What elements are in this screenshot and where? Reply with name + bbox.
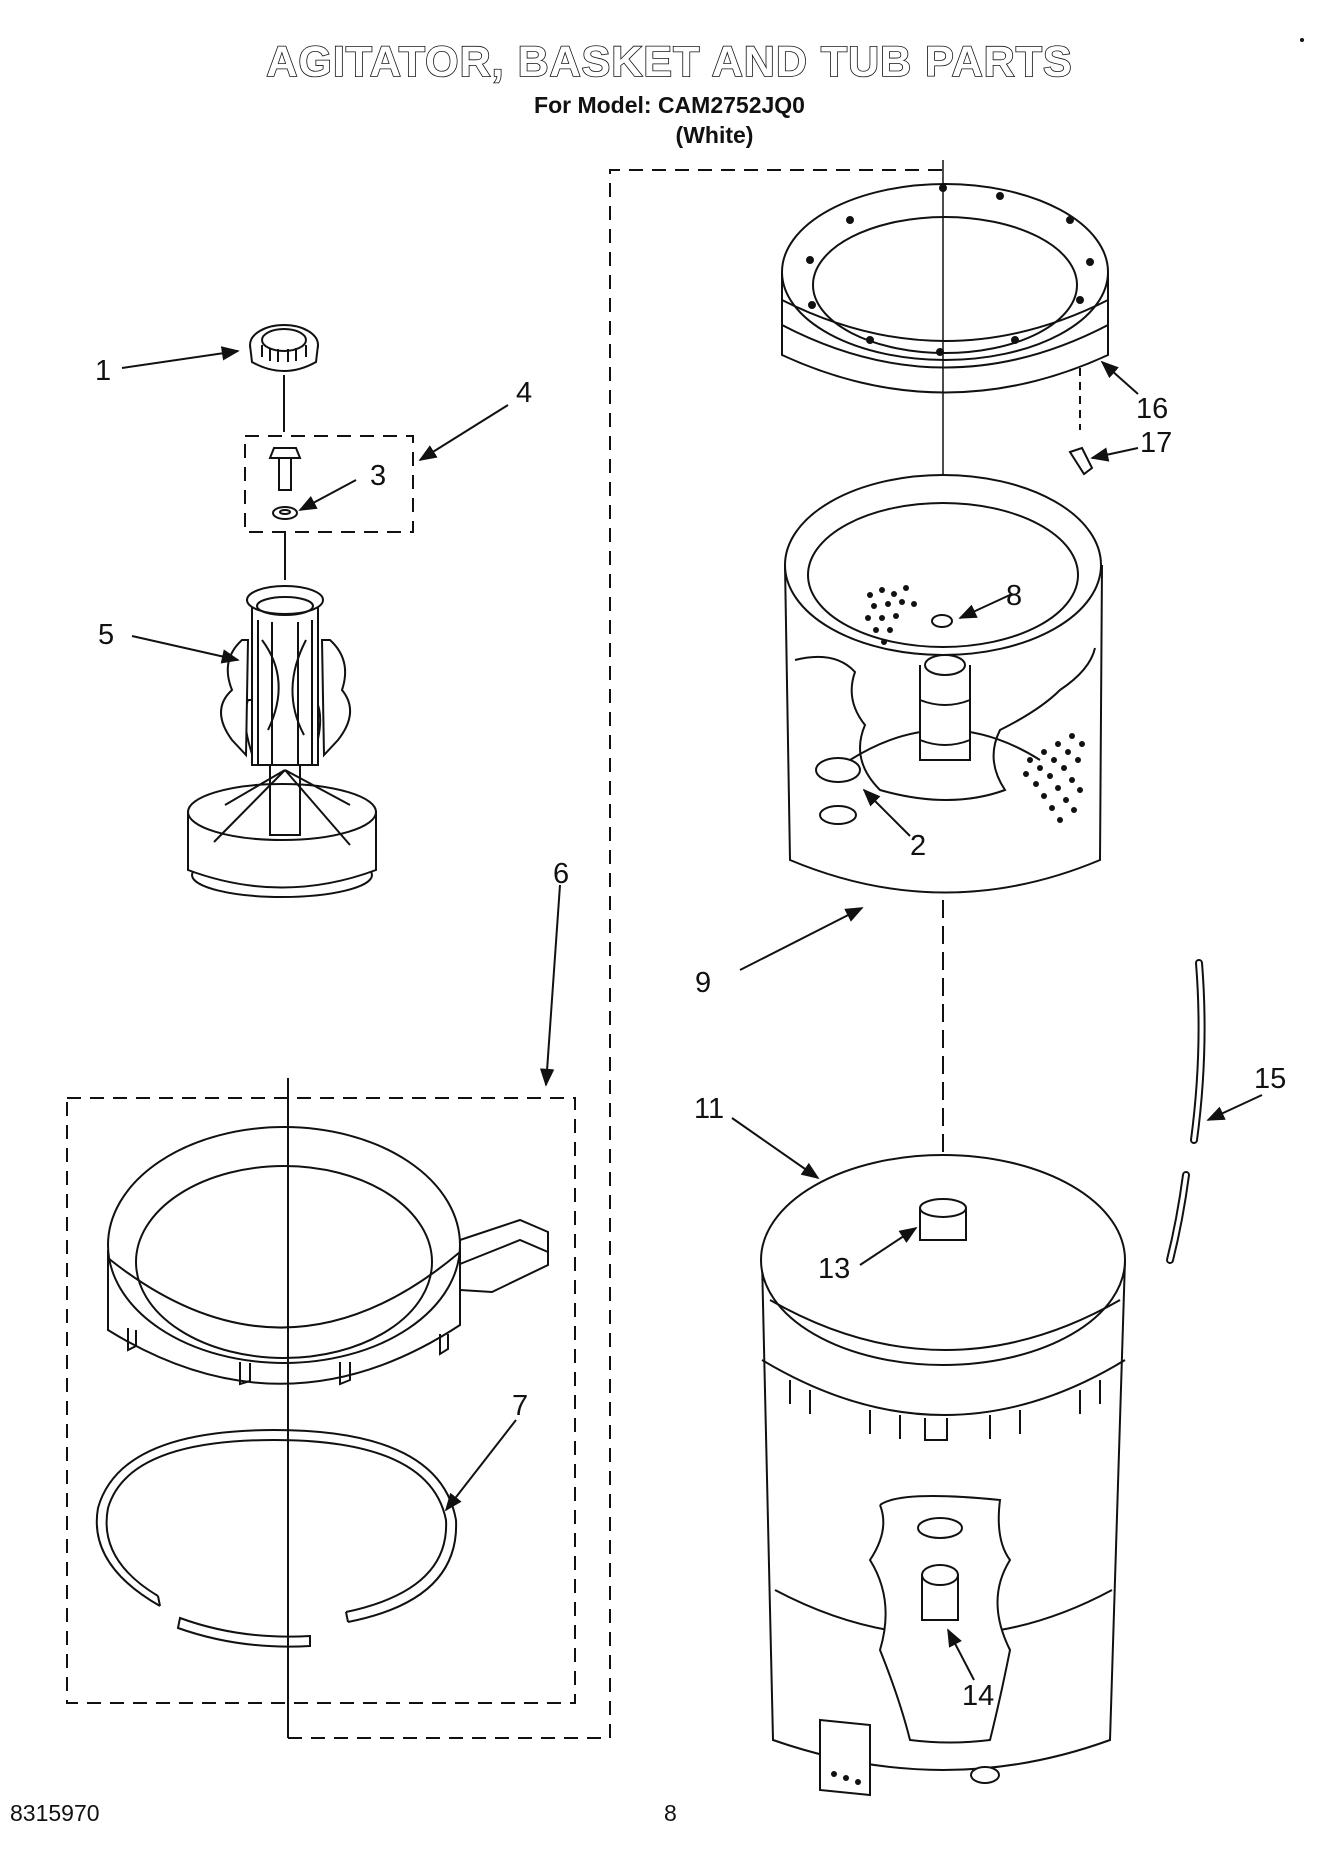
agitator-part [187,585,377,898]
assembly-guide-line [288,169,943,1739]
agitator-cap-part [249,324,319,432]
agitator-bolt-and-washer-part [244,435,414,580]
balance-ring-part [781,183,1109,394]
leader-7 [444,1419,517,1512]
callout-11: 11 [694,1093,724,1125]
leader-9 [739,907,864,971]
callout-13: 13 [818,1253,850,1285]
clip-part [1068,446,1094,476]
callout-7: 7 [512,1390,528,1422]
leader-15 [1206,1094,1263,1121]
callout-15: 15 [1254,1063,1286,1095]
outer-tub-part [760,1154,1126,1797]
leader-16 [1100,360,1139,395]
callout-14: 14 [962,1680,994,1712]
callout-9: 9 [695,967,711,999]
leader-6 [539,884,561,1087]
spring-ring-part [95,1428,458,1738]
leader-5 [131,635,240,664]
basket-part [784,474,1103,894]
callout-5: 5 [98,619,114,651]
callout-1: 1 [95,355,111,387]
tub-ring-part [66,1078,576,1704]
leader-3 [298,479,357,511]
leader-17 [1090,447,1139,462]
leader-8 [958,593,1013,619]
callout-3: 3 [370,460,386,492]
callout-17: 17 [1140,427,1172,459]
callout-8: 8 [1006,580,1022,612]
document-number: 8315970 [10,1800,100,1826]
leader-13 [859,1227,918,1266]
color-line: (White) [675,122,754,148]
page-number: 8 [664,1800,677,1826]
leader-4 [418,404,509,461]
leader-14 [947,1628,975,1681]
leader-11 [731,1117,820,1180]
leader-2 [862,788,911,837]
hose-part [1166,959,1206,1264]
leader-1 [121,346,240,369]
diagram-title: AGITATOR, BASKET AND TUB PARTS [266,37,1073,87]
callout-2: 2 [910,830,926,862]
callout-6: 6 [553,858,569,890]
corner-mark [1300,38,1304,42]
callout-16: 16 [1136,393,1168,425]
model-line: For Model: CAM2752JQ0 [534,92,805,118]
callout-4: 4 [516,377,532,409]
